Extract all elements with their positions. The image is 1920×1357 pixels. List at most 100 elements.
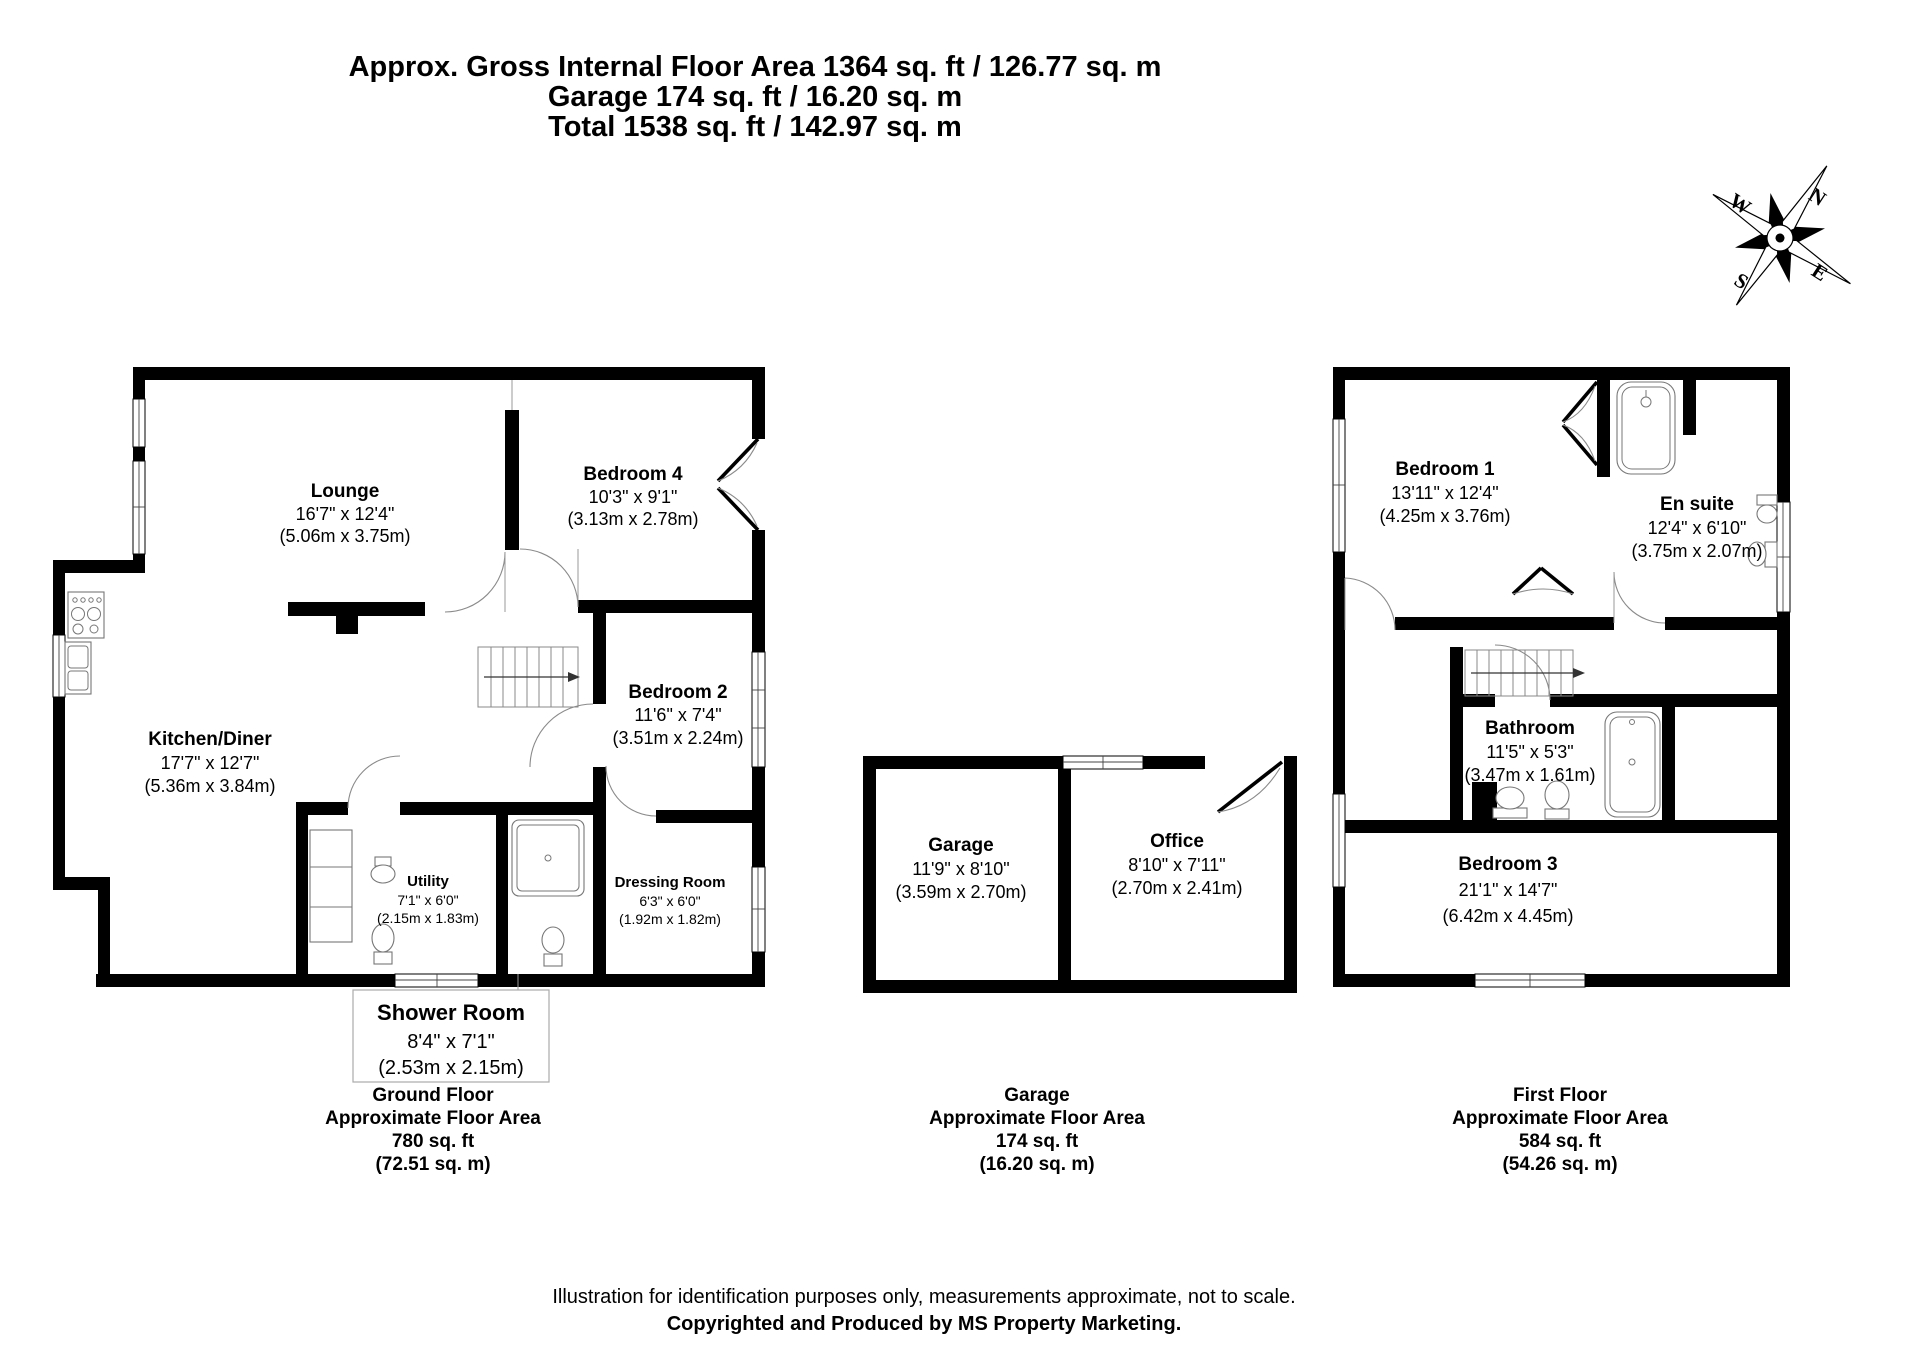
first-floor-caption: First Floor Approximate Floor Area 584 s… <box>1400 1084 1720 1176</box>
copyright-text: Copyrighted and Produced by MS Property … <box>666 1313 1182 1335</box>
door-arc <box>1344 577 1396 631</box>
garage-walls <box>863 756 1297 993</box>
first-floor-plan: Bedroom 1 13'11" x 12'4" (4.25m x 3.76m)… <box>1332 367 1791 988</box>
ensuite-toilet-icon <box>1747 541 1778 568</box>
ground-stairs <box>477 646 580 708</box>
room-dims-bedroom2: 11'6" x 7'4" <box>634 705 721 725</box>
room-metric-bedroom4: (3.13m x 2.78m) <box>567 509 698 529</box>
window <box>52 634 66 698</box>
compass-hub-dot <box>1775 233 1785 243</box>
room-dims-utility: 7'1" x 6'0" <box>397 892 458 908</box>
room-metric-bedroom2: (3.51m x 2.24m) <box>612 728 743 748</box>
caption-sqm: (16.20 sq. m) <box>979 1154 1095 1175</box>
room-label-garage: Garage <box>928 835 993 856</box>
room-label-bedroom4: Bedroom 4 <box>583 464 683 485</box>
title-block: Approx. Gross Internal Floor Area 1364 s… <box>255 52 1255 142</box>
window <box>1332 418 1346 553</box>
utility-counter-icon <box>309 829 353 943</box>
office-door <box>1216 760 1284 814</box>
caption-area-label: Approximate Floor Area <box>325 1108 541 1129</box>
toilet-icon <box>371 923 395 965</box>
caption-floor-name: First Floor <box>1513 1085 1607 1106</box>
caption-sqft: 584 sq. ft <box>1518 1131 1602 1152</box>
ground-floor-caption: Ground Floor Approximate Floor Area 780 … <box>273 1084 593 1176</box>
door-arc <box>605 765 657 817</box>
shower-bath-icon <box>1616 381 1676 475</box>
room-label-shower: Shower Room <box>377 1000 525 1025</box>
footer-disclaimer: Illustration for identification purposes… <box>404 1284 1444 1338</box>
room-label-office: Office <box>1150 831 1204 852</box>
first-fixtures <box>1492 381 1778 820</box>
first-stairs <box>1464 649 1585 697</box>
door-arc <box>529 703 594 768</box>
room-metric-office: (2.70m x 2.41m) <box>1111 878 1242 898</box>
caption-area-label: Approximate Floor Area <box>1452 1108 1668 1129</box>
window <box>1062 755 1144 770</box>
room-metric-kitchen: (5.36m x 3.84m) <box>144 776 275 796</box>
room-label-bedroom3: Bedroom 3 <box>1458 854 1557 875</box>
sink-icon <box>370 856 396 884</box>
room-label-bedroom2: Bedroom 2 <box>628 682 727 703</box>
room-dims-lounge: 16'7" x 12'4" <box>296 504 395 524</box>
room-label-utility: Utility <box>407 873 449 890</box>
shower-tray-icon <box>511 819 585 897</box>
room-metric-shower: (2.53m x 2.15m) <box>378 1057 524 1079</box>
kitchen-sink-icon <box>64 641 92 695</box>
compass-n-label: N <box>1805 183 1831 211</box>
caption-area-label: Approximate Floor Area <box>929 1108 1145 1129</box>
caption-floor-name: Garage <box>1004 1085 1070 1106</box>
first-walls <box>1333 367 1790 987</box>
room-dims-bedroom3: 21'1" x 14'7" <box>1459 880 1558 900</box>
ground-walls <box>53 367 765 987</box>
room-metric-bedroom3: (6.42m x 4.45m) <box>1442 906 1573 926</box>
room-metric-bathroom: (3.47m x 1.61m) <box>1464 765 1595 785</box>
garage-caption: Garage Approximate Floor Area 174 sq. ft… <box>877 1084 1197 1176</box>
garage-plan: Garage 11'9" x 8'10" (3.59m x 2.70m) Off… <box>863 755 1297 993</box>
room-metric-dressing: (1.92m x 1.82m) <box>619 911 721 927</box>
disclaimer-text: Illustration for identification purposes… <box>552 1286 1296 1308</box>
room-metric-ensuite: (3.75m x 2.07m) <box>1631 541 1762 561</box>
room-label-dressing: Dressing Room <box>615 874 726 891</box>
shower-room-callout: Shower Room 8'4" x 7'1" (2.53m x 2.15m) <box>352 974 550 1083</box>
room-dims-kitchen: 17'7" x 12'7" <box>161 753 260 773</box>
room-label-bathroom: Bathroom <box>1485 718 1575 739</box>
room-dims-dressing: 6'3" x 6'0" <box>639 893 700 909</box>
room-label-bedroom1: Bedroom 1 <box>1395 459 1495 480</box>
window <box>1474 973 1586 988</box>
door-arc <box>347 755 401 809</box>
caption-sqm: (54.26 sq. m) <box>1502 1154 1618 1175</box>
room-label-lounge: Lounge <box>311 481 380 502</box>
title-line-total-area: Approx. Gross Internal Floor Area 1364 s… <box>348 51 1162 83</box>
bath-icon <box>1604 711 1661 818</box>
window <box>751 866 766 953</box>
caption-sqft: 780 sq. ft <box>391 1131 475 1152</box>
room-dims-office: 8'10" x 7'11" <box>1128 855 1225 875</box>
landing-double-doors <box>1511 566 1575 596</box>
bathroom-sink-icon <box>1492 786 1528 819</box>
room-metric-utility: (2.15m x 1.83m) <box>377 910 479 926</box>
garage-room-labels: Garage 11'9" x 8'10" (3.59m x 2.70m) Off… <box>895 831 1242 902</box>
room-dims-garage: 11'9" x 8'10" <box>912 859 1009 879</box>
bathroom-toilet-icon <box>1544 780 1570 820</box>
window <box>394 973 479 988</box>
french-doors <box>716 437 760 532</box>
door-arc <box>1613 571 1666 624</box>
room-dims-shower: 8'4" x 7'1" <box>407 1031 494 1053</box>
room-label-ensuite: En suite <box>1660 494 1734 515</box>
window <box>751 651 766 768</box>
ground-room-labels: Lounge 16'7" x 12'4" (5.06m x 3.75m) Bed… <box>144 464 743 927</box>
toilet-icon <box>541 926 565 967</box>
caption-sqm: (72.51 sq. m) <box>375 1154 491 1175</box>
window <box>132 460 146 555</box>
ensuite-sink-icon <box>1756 494 1778 524</box>
door-arc <box>519 548 579 608</box>
window <box>1332 793 1346 888</box>
shower-double-doors <box>1561 380 1599 467</box>
caption-floor-name: Ground Floor <box>372 1085 494 1106</box>
ground-windows <box>52 398 766 988</box>
room-dims-bathroom: 11'5" x 5'3" <box>1486 742 1573 762</box>
door-arc <box>444 551 506 613</box>
compass-rose: N E S W <box>1712 165 1851 306</box>
window <box>1776 501 1791 613</box>
